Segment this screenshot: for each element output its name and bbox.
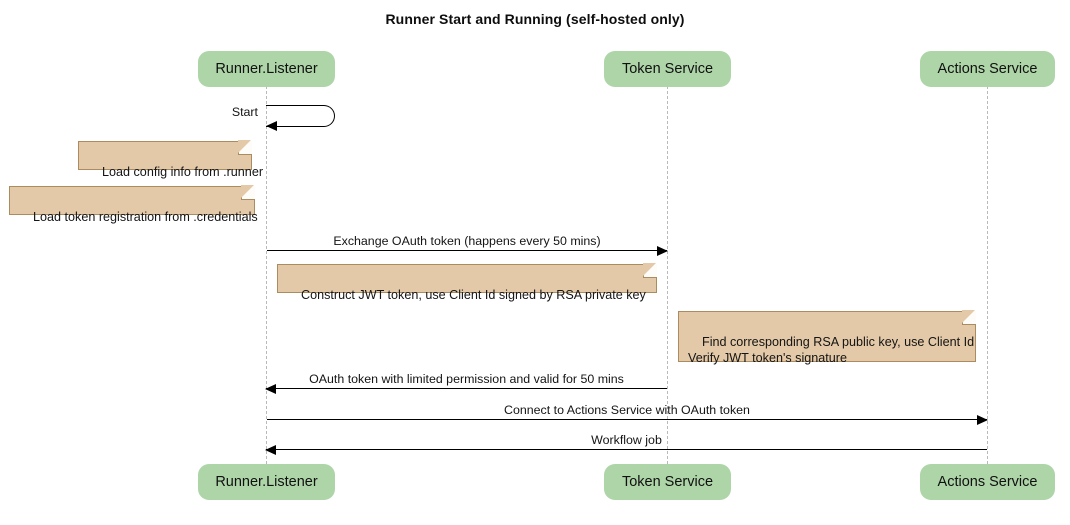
participant-label: Actions Service [937, 61, 1038, 77]
participant-token-service-top[interactable]: Token Service [604, 51, 731, 87]
message-label: OAuth token with limited permission and … [309, 372, 624, 386]
participant-label: Runner.Listener [215, 474, 318, 490]
note-text: Construct JWT token, use Client Id signe… [301, 288, 646, 302]
lifeline-token-service [667, 86, 668, 464]
message-label-start: Start [231, 105, 258, 119]
note-load-config-info: Load config info from .runner [78, 140, 263, 179]
message-label: Connect to Actions Service with OAuth to… [504, 403, 750, 417]
participant-actions-service-bottom[interactable]: Actions Service [920, 464, 1055, 500]
arrowhead-right-icon [657, 245, 668, 256]
participant-label: Token Service [621, 474, 714, 490]
participant-token-service-bottom[interactable]: Token Service [604, 464, 731, 500]
note-fold-corner-icon [962, 310, 976, 325]
note-text: Load token registration from .credential… [33, 210, 258, 224]
participant-actions-service-top[interactable]: Actions Service [920, 51, 1055, 87]
participant-runner-listener-top[interactable]: Runner.Listener [198, 51, 335, 87]
note-load-token-registration: Load token registration from .credential… [9, 185, 258, 224]
arrowhead-left-icon [265, 444, 276, 455]
message-label: Workflow job [591, 433, 662, 447]
note-fold-corner-icon [238, 140, 252, 155]
self-loop-arrowhead [266, 120, 277, 131]
message-label: Exchange OAuth token (happens every 50 m… [333, 234, 601, 248]
note-verify-jwt-signature: Find corresponding RSA public key, use C… [678, 310, 976, 365]
note-fold-corner-icon [241, 185, 255, 200]
arrowhead-right-icon [977, 414, 988, 425]
note-text: Load config info from .runner [102, 165, 264, 179]
participant-label: Token Service [621, 61, 714, 77]
message-start-self-loop[interactable]: Start [232, 105, 335, 131]
note-fold-corner-icon [643, 263, 657, 278]
message-workflow-job[interactable]: Workflow job [265, 433, 987, 455]
message-connect-to-actions-service[interactable]: Connect to Actions Service with OAuth to… [267, 403, 988, 425]
participant-label: Actions Service [937, 474, 1038, 490]
participant-runner-listener-bottom[interactable]: Runner.Listener [198, 464, 335, 500]
participant-label: Runner.Listener [215, 61, 318, 77]
message-exchange-oauth-token[interactable]: Exchange OAuth token (happens every 50 m… [267, 234, 668, 256]
self-loop-path [266, 105, 335, 127]
page-title: Runner Start and Running (self-hosted on… [385, 11, 685, 27]
lifeline-runner-listener [266, 86, 267, 464]
note-text: Find corresponding RSA public key, use C… [688, 335, 975, 365]
arrowhead-left-icon [265, 383, 276, 394]
note-construct-jwt-token: Construct JWT token, use Client Id signe… [277, 263, 657, 302]
message-oauth-token-response[interactable]: OAuth token with limited permission and … [265, 372, 667, 394]
lifeline-actions-service [987, 86, 988, 464]
